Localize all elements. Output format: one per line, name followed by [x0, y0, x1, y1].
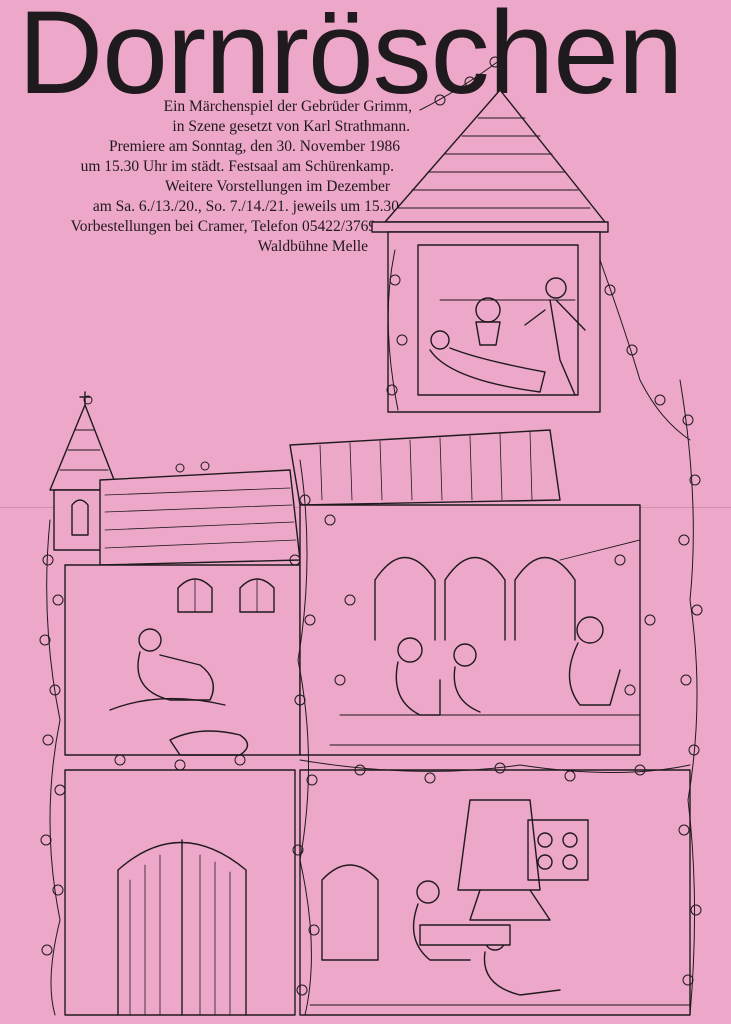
info-line-venue: um 15.30 Uhr im städt. Festsaal am Schür…	[80, 158, 394, 175]
info-line-author: Ein Märchenspiel der Gebrüder Grimm,	[163, 98, 412, 115]
info-line-director: in Szene gesetzt von Karl Strathmann.	[172, 118, 410, 135]
poster-title: Dornröschen	[18, 0, 684, 119]
performance-info: Ein Märchenspiel der Gebrüder Grimm, in …	[0, 97, 430, 257]
tower	[371, 89, 609, 413]
info-line-dates: am Sa. 6./13./20., So. 7./14./21. jeweil…	[92, 198, 430, 215]
left-hall	[64, 564, 301, 756]
kitchen	[299, 769, 691, 1016]
info-line-premiere: Premiere am Sonntag, den 30. November 19…	[109, 138, 400, 155]
arcade	[299, 504, 641, 756]
info-line-further: Weitere Vorstellungen im Dezember	[164, 178, 390, 195]
gate-wall	[64, 769, 296, 1016]
info-line-booking: Vorbestellungen bei Cramer, Telefon 0542…	[70, 218, 380, 235]
info-line-company: Waldbühne Melle	[257, 238, 368, 255]
main-roof	[99, 429, 561, 566]
rose-vines	[39, 56, 703, 1016]
